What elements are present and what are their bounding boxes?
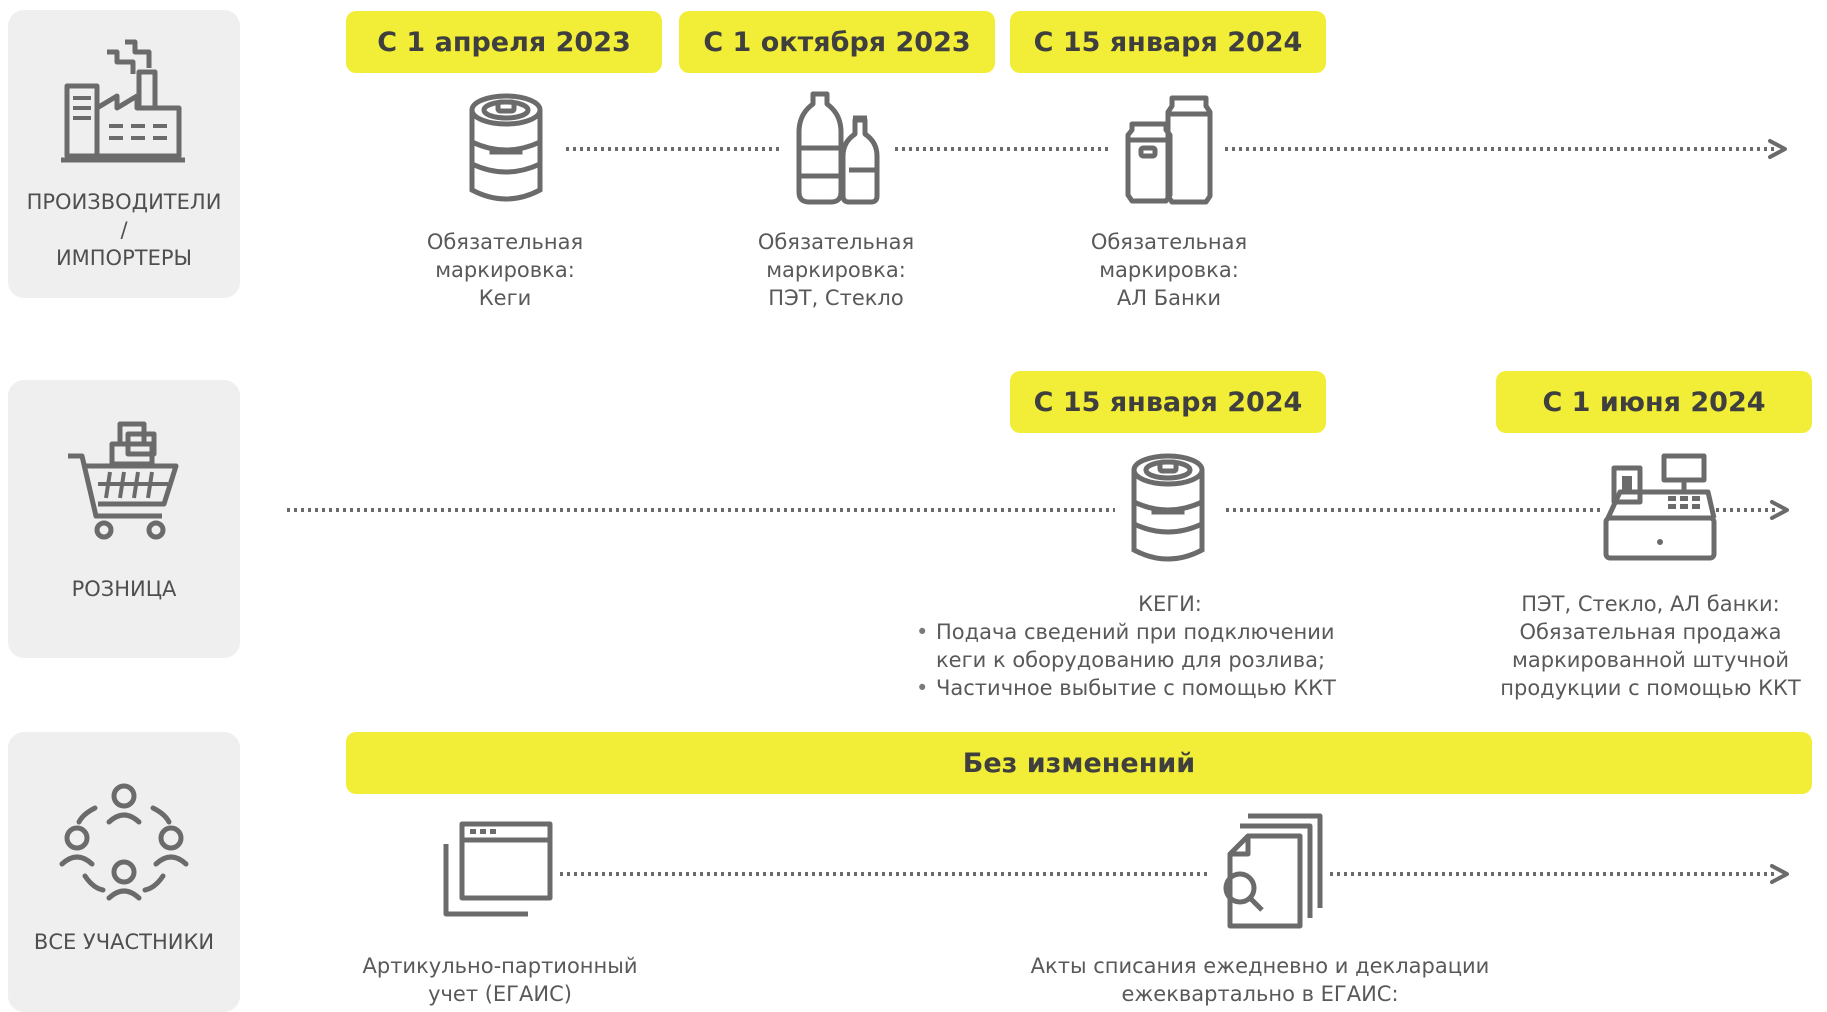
kegs-title: КЕГИ:: [1138, 592, 1202, 616]
retail-label: РОЗНИЦА: [71, 577, 177, 601]
bottles-icon: [796, 91, 880, 205]
keg-icon: [1131, 453, 1205, 562]
caption-pet-glass: Обязательная маркировка: ПЭТ, Стекло: [757, 230, 915, 310]
caption-kegs: Обязательная маркировка: Кеги: [426, 230, 584, 310]
caption-register: ПЭТ, Стекло, АЛ банки: Обязательная прод…: [1500, 592, 1801, 700]
date-badge-apr-2023: С 1 апреля 2023: [346, 11, 662, 73]
producers-card: ПРОИЗВОДИТЕЛИ / ИМПОРТЕРЫ: [8, 10, 240, 298]
no-changes-banner: Без изменений: [346, 732, 1812, 794]
kegs-bullet-1-cont-text: кеги к оборудованию для розлива;: [936, 648, 1326, 672]
kegs-bullet-1-cont: кеги к оборудованию для розлива;: [914, 646, 1336, 674]
shopping-cart-icon: [68, 421, 179, 540]
caption-egais-accounting: Артикульно-партионный учет (ЕГАИС): [362, 954, 638, 1006]
date-badge-retail-jan-2024: С 15 января 2024: [1010, 371, 1326, 433]
cash-register-icon: [1603, 453, 1717, 561]
windows-icon: [443, 821, 553, 917]
date-badge-jan-2024: С 15 января 2024: [1010, 11, 1326, 73]
producers-label: ПРОИЗВОДИТЕЛИ / ИМПОРТЕРЫ: [26, 190, 222, 270]
date-badge-oct-2023: С 1 октября 2023: [679, 11, 995, 73]
participants-network-icon: [59, 783, 189, 901]
kegs-bullet-1: Подача сведений при подключении: [914, 618, 1336, 646]
arrowhead-icon: [1770, 500, 1789, 520]
kegs-bullet-list: Подача сведений при подключении кеги к о…: [914, 618, 1336, 702]
cans-icon: [1125, 95, 1213, 205]
arrowhead-icon: [1768, 139, 1787, 159]
kegs-bullet-2: Частичное выбытие с помощью ККТ: [914, 674, 1336, 702]
all-participants-card: ВСЕ УЧАСТНИКИ: [8, 732, 240, 1012]
caption-write-off-acts: Акты списания ежедневно и декларации еже…: [1030, 954, 1490, 1006]
caption-al-cans: Обязательная маркировка: АЛ Банки: [1090, 230, 1248, 310]
all-participants-label: ВСЕ УЧАСТНИКИ: [33, 930, 215, 954]
document-search-icon: [1223, 813, 1323, 929]
arrowhead-icon: [1770, 864, 1789, 884]
factory-icon: [61, 39, 185, 163]
keg-icon: [469, 93, 543, 202]
retail-card: РОЗНИЦА: [8, 380, 240, 658]
date-badge-jun-2024: С 1 июня 2024: [1496, 371, 1812, 433]
